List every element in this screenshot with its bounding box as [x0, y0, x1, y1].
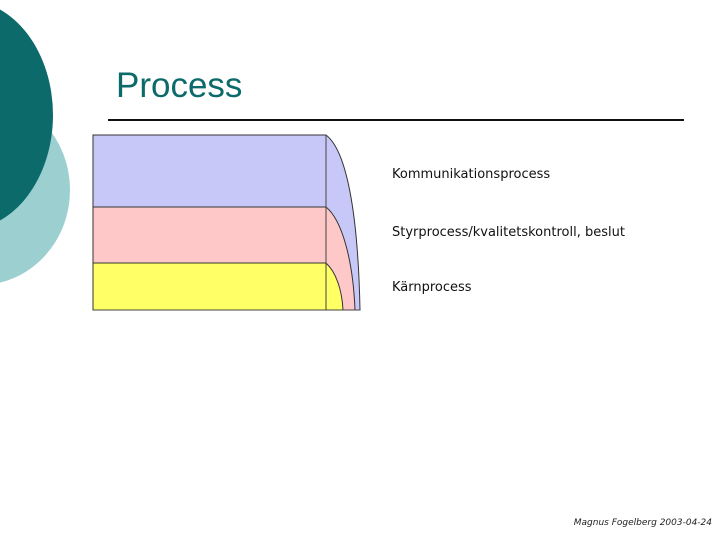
- title-divider: [108, 119, 684, 121]
- layer-label-styrprocess: Styrprocess/kvalitetskontroll, beslut: [392, 225, 625, 240]
- layer-karnprocess-shape: [92, 262, 344, 311]
- process-layer-diagram: [92, 134, 361, 311]
- page-title: Process: [116, 66, 243, 105]
- layer-label-karnprocess: Kärnprocess: [392, 280, 472, 295]
- dark-teal-circle: [0, 9, 53, 221]
- footer-author-date: Magnus Fogelberg 2003-04-24: [573, 518, 712, 528]
- decorative-circles: [0, 9, 70, 283]
- layer-label-kommunikationsprocess: Kommunikationsprocess: [392, 167, 551, 182]
